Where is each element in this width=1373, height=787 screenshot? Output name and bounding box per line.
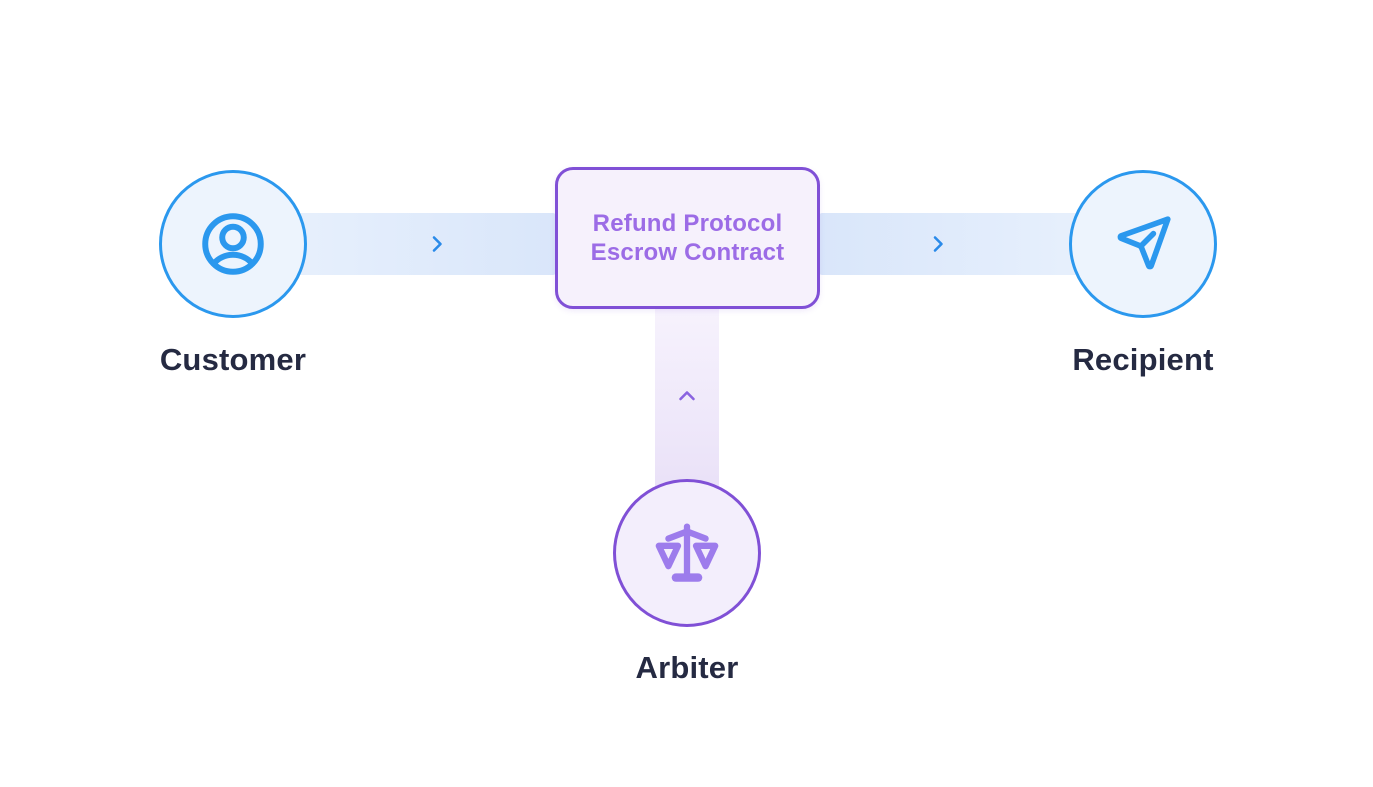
arbiter-label: Arbiter: [635, 650, 739, 685]
chevron-right-icon: [432, 236, 442, 252]
escrow-label-line2: Escrow Contract: [590, 239, 785, 266]
send-icon: [1117, 216, 1171, 270]
customer-node: [159, 170, 307, 318]
scales-icon: [655, 523, 719, 582]
arbiter-node: [613, 479, 761, 627]
chevron-up-icon: [679, 391, 695, 401]
recipient-node: [1069, 170, 1217, 318]
user-circle-icon: [202, 213, 264, 275]
escrow-contract-node: Refund Protocol Escrow Contract: [555, 167, 820, 309]
recipient-label: Recipient: [1072, 342, 1214, 377]
chevron-right-icon: [933, 236, 943, 252]
escrow-label-line1: Refund Protocol: [592, 210, 783, 237]
customer-label: Customer: [159, 342, 307, 377]
